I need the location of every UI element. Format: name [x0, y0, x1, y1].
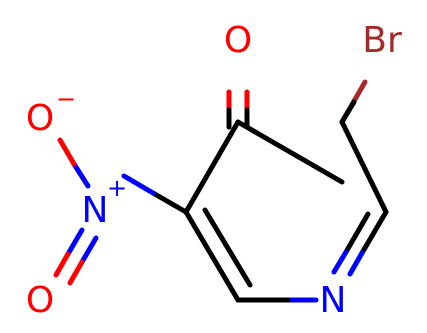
atom-oxygen-carbonyl: O	[224, 20, 252, 61]
bond-nnitro-obot-b1	[79, 235, 99, 265]
bond-c2-n1-a-end	[347, 250, 365, 277]
atom-oxygen-nitro-top: O	[26, 98, 54, 139]
bond-c5-nnitro	[150, 190, 189, 215]
bond-c6-c5-a	[183, 209, 241, 303]
bond-c5-nnitro-end	[121, 173, 156, 196]
bond-c3-c2	[339, 119, 389, 215]
bond-nnitro-otop-b	[57, 137, 77, 167]
bond-c2-n1-b-end	[331, 249, 349, 275]
bond-c2-n1-b	[343, 211, 371, 255]
bond-c4-c5	[183, 119, 241, 215]
bond-nnitro-obot-a2	[53, 251, 71, 278]
bond-nnitro-obot-b2	[67, 259, 85, 286]
bond-c2-n1-a	[359, 209, 389, 256]
atom-nitrogen-nitro: N	[82, 190, 109, 231]
bond-c6-c5-b	[202, 207, 253, 288]
atom-nitrogen-ring: N	[320, 280, 347, 321]
bond-c3-br-lower	[339, 99, 357, 125]
atom-bromine: Br	[362, 20, 402, 61]
bond-nnitro-otop-a	[71, 161, 91, 189]
charge-minus: −	[56, 85, 76, 113]
bond-c4-c3	[235, 119, 345, 185]
bond-nnitro-obot-a1	[65, 227, 85, 257]
charge-plus: +	[107, 174, 127, 202]
atom-oxygen-nitro-bottom: O	[26, 280, 54, 321]
